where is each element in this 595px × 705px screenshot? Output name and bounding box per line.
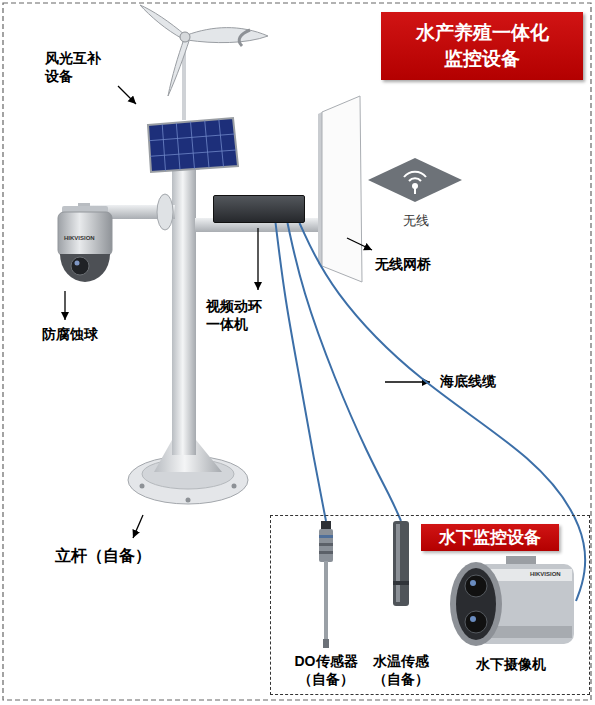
do-picture	[319, 543, 333, 546]
callout-label: 立杆（自备）	[55, 546, 151, 566]
do-picture	[323, 639, 329, 648]
solar-panel	[191, 122, 195, 170]
device-label: 水温传感 （自备）	[373, 653, 429, 688]
device-label: 水下摄像机	[476, 656, 546, 674]
solar-panel	[205, 120, 209, 168]
cam-picture	[465, 611, 487, 633]
temp-picture	[393, 521, 409, 606]
do-sensor: DO传感器 （自备）	[295, 521, 358, 688]
dome-camera	[71, 257, 89, 275]
wind-turbine	[140, 5, 185, 39]
leader-arrow	[257, 228, 258, 290]
leader-arrow	[133, 515, 143, 538]
solar-panel	[176, 123, 180, 170]
cable	[276, 223, 326, 521]
title-box: 水产养殖一体化 监控设备	[381, 12, 583, 80]
pole-base	[140, 484, 145, 489]
dome-camera	[58, 212, 112, 256]
callout-label: 防腐蚀球	[42, 326, 98, 344]
cam-picture	[470, 616, 476, 622]
wireless-icon	[404, 172, 426, 177]
do-picture	[324, 561, 328, 641]
mount-arms	[157, 194, 173, 230]
cam-picture	[450, 562, 502, 646]
do-picture	[311, 521, 341, 649]
dome-camera	[75, 261, 80, 266]
temp-picture	[396, 524, 400, 602]
wireless-icon	[409, 178, 421, 181]
callout-label: 海底线缆	[440, 373, 496, 391]
temp-picture	[393, 581, 409, 585]
do-picture	[319, 529, 333, 562]
cam-picture	[465, 575, 487, 597]
pole	[172, 165, 196, 455]
group-heading: 水下监控设备	[421, 524, 559, 551]
leader-arrow	[65, 86, 430, 538]
cam-picture	[470, 580, 476, 586]
do-picture	[319, 535, 333, 538]
brand-mark: HIKVISION	[64, 235, 95, 243]
do-picture	[321, 521, 331, 530]
wind-turbine	[140, 5, 268, 120]
solar-panel	[148, 118, 238, 172]
solar-panel	[149, 134, 235, 141]
cam-picture	[446, 556, 576, 652]
solar-panel	[148, 118, 238, 172]
callout-label: 无线	[403, 213, 429, 229]
video-env-unit: 视频动环 一体机	[213, 195, 305, 223]
cable	[299, 223, 585, 601]
leader-arrow	[118, 86, 136, 104]
wind-turbine	[180, 32, 190, 42]
device-label: 视频动环 一体机	[206, 298, 262, 333]
wind-turbine	[168, 39, 189, 96]
wireless-icon	[368, 158, 462, 202]
cam-picture	[456, 568, 496, 640]
title-text: 水产养殖一体化 监控设备	[416, 20, 549, 71]
wireless-icon	[414, 186, 416, 194]
callout-label: 风光互补 设备	[45, 50, 101, 85]
wind-turbine	[239, 30, 250, 46]
solar-panel	[149, 119, 236, 171]
temp-picture	[389, 521, 413, 649]
pole	[169, 160, 199, 455]
wireless-icon	[368, 158, 462, 202]
leader-arrow	[64, 291, 65, 320]
solar-panel	[219, 119, 224, 167]
solar-panel	[162, 124, 165, 171]
cam-picture	[446, 556, 576, 652]
dome-camera	[58, 203, 112, 282]
leader-arrow	[347, 238, 372, 250]
temp-picture	[389, 521, 413, 649]
pole-base	[232, 484, 237, 489]
outer-dashed-frame	[3, 3, 591, 700]
wireless-bridge	[318, 96, 362, 282]
pole-base	[186, 498, 191, 503]
device-label: DO传感器 （自备）	[295, 653, 358, 688]
wind-turbine	[187, 28, 268, 43]
leader-arrow	[385, 381, 430, 382]
do-picture	[319, 551, 333, 554]
wireless-bridge	[318, 112, 322, 266]
wireless-bridge	[322, 96, 362, 282]
brand-mark: HIKVISION	[530, 571, 561, 579]
do-picture	[311, 521, 341, 649]
dome-camera	[60, 254, 110, 282]
outer-dashed-frame	[3, 3, 591, 700]
callout-label: 无线网桥	[375, 256, 431, 274]
solar-panel	[150, 150, 236, 156]
underwater-group: 水下监控设备 DO传感器 （自备） 水温传感 （自备） 水下摄像机	[270, 515, 590, 695]
